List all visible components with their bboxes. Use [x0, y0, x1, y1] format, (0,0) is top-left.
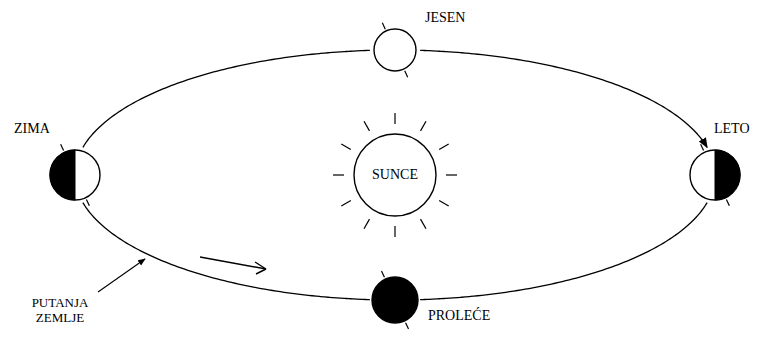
orbit-path [420, 203, 707, 300]
sun-ray [421, 219, 427, 229]
direction-arrow-head [256, 269, 266, 274]
earth-night-half [715, 150, 740, 200]
earth-axis-tick [406, 323, 409, 329]
sun-ray [439, 144, 449, 150]
earth-axis-tick [382, 23, 385, 29]
sun-ray [421, 121, 427, 131]
direction-arrow-head [255, 262, 266, 269]
earth-disc [372, 277, 418, 323]
season-label: LETO [714, 121, 750, 136]
orbit-path [83, 203, 370, 300]
orbit-path [83, 50, 370, 147]
earth-axis-tick [726, 199, 729, 205]
sun-ray [446, 174, 457, 175]
orbit-label: PUTANJA ZEMLJE [14, 296, 106, 326]
sun-ray [439, 201, 449, 207]
sun-disc [354, 134, 436, 216]
direction-arrow-shaft [200, 257, 266, 269]
season-label: JESEN [425, 10, 465, 25]
sun-ray [341, 144, 351, 150]
earth-summer: LETO [689, 149, 741, 201]
earth-shape [373, 28, 417, 72]
season-label: PROLEĆE [428, 308, 490, 323]
earth-shape [371, 276, 419, 324]
earth-shape [49, 149, 101, 201]
sun-ray [364, 219, 370, 229]
earth-night-half [50, 150, 75, 200]
earth-autumn: JESEN [373, 28, 417, 72]
earth-winter: ZIMA [49, 149, 101, 201]
sun-ray [394, 113, 395, 124]
earth-axis-tick [61, 144, 64, 150]
leader-line [98, 259, 145, 292]
sun-ray [364, 121, 370, 131]
sun-circle: SUNCE [353, 133, 437, 217]
season-label: ZIMA [14, 121, 50, 136]
earth-shape [689, 149, 741, 201]
earth-spring: PROLEĆE [371, 276, 419, 324]
orbit-path [420, 50, 707, 147]
sun-ray [394, 226, 395, 237]
earth-axis-tick [381, 271, 384, 277]
earth-axis-tick [86, 199, 89, 205]
earth-disc [50, 150, 100, 200]
earth-axis-tick [701, 144, 704, 150]
direction-arrow [200, 257, 266, 274]
earth-disc [690, 150, 740, 200]
sun-label: SUNCE [372, 167, 418, 182]
earth-disc [374, 29, 416, 71]
sun-ray [341, 201, 351, 207]
sun-ray [333, 174, 344, 175]
earth-axis-tick [405, 71, 408, 77]
